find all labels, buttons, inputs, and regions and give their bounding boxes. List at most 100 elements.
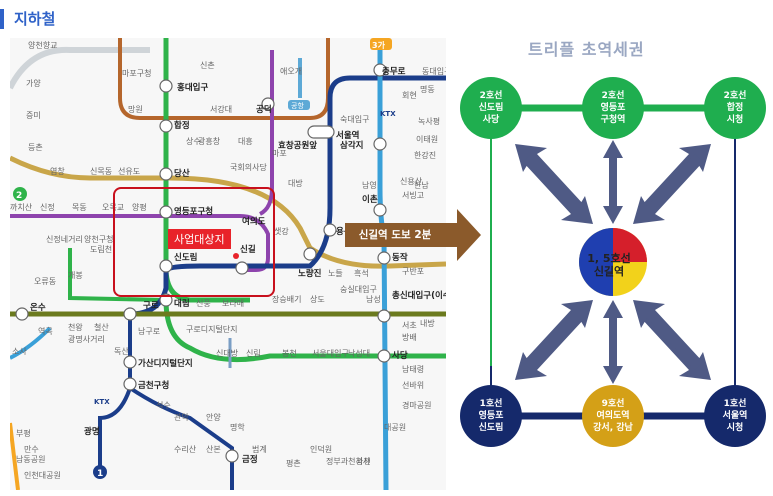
svg-text:방배: 방배 [402,332,417,342]
node-line2-yeongdeungpo-gu: 2호선 영등포 구청역 [582,77,644,139]
station-chungmuro: 충무로 [382,66,406,77]
subway-map: 홍대입구 합정 당산 영등포구청 신도림 구로 대림 가산디지털단지 금천구청 … [10,38,446,490]
svg-text:수리산: 수리산 [174,444,197,454]
svg-text:가양: 가양 [26,79,41,88]
svg-text:소사: 소사 [12,347,27,356]
station-ichon: 이촌 [362,194,378,205]
node-station-label: 강서, 강남 [593,423,633,433]
svg-text:안양: 안양 [206,412,221,422]
svg-text:서초: 서초 [402,321,417,330]
svg-text:대방: 대방 [288,178,303,188]
svg-text:남태령: 남태령 [402,365,424,374]
svg-text:회현: 회현 [402,91,417,100]
svg-text:샛강: 샛강 [274,226,289,236]
node-station-label: 영등포 [478,411,504,421]
center-line-label: 1, 5호선 [587,252,631,265]
walk-label: 신길역 도보 2분 [358,229,432,241]
node-line2-hapjeong-cityhall: 2호선 합정 시청 [704,77,766,139]
svg-text:남영: 남영 [362,180,377,190]
svg-text:경마공원: 경마공원 [402,400,431,410]
svg-text:애오개: 애오개 [280,66,302,76]
node-line-label: 1호선 [723,399,747,409]
svg-text:1: 1 [97,469,103,479]
svg-text:내방: 내방 [420,318,435,328]
station-dangsan: 당산 [174,168,190,179]
svg-text:구로디지털단지: 구로디지털단지 [186,324,238,334]
center-station-label: 1, 5호선 신길역 [574,252,644,278]
svg-text:망원: 망원 [128,104,143,114]
svg-text:개봉: 개봉 [68,270,83,280]
node-station-label: 구청역 [600,115,626,125]
station-hapjeong: 합정 [174,120,190,131]
node-station-label: 신도림 [478,423,504,433]
svg-text:범계: 범계 [252,444,267,454]
site-highlight-box [113,187,275,297]
line-5 [10,214,270,272]
node-station-label: 사당 [482,115,500,125]
svg-text:인덕원: 인덕원 [310,444,332,454]
subway-map-lines: 홍대입구 합정 당산 영등포구청 신도림 구로 대림 가산디지털단지 금천구청 … [10,38,446,490]
station-hongik: 홍대입구 [177,82,208,93]
svg-text:상도: 상도 [310,294,325,304]
station-gasan: 가산디지털단지 [138,358,193,369]
site-marker [233,253,239,259]
svg-text:관악: 관악 [174,412,189,422]
svg-text:대흥: 대흥 [238,136,253,146]
svg-text:명학: 명학 [230,422,245,432]
station-chongsin: 총신대입구(이수) [392,290,446,301]
station-yeongdeungpo-gu: 영등포구청 [174,206,213,217]
svg-text:양천구청: 양천구청 [84,234,113,244]
svg-text:까치산: 까치산 [10,202,33,212]
svg-text:서빙고: 서빙고 [402,191,424,200]
section-title: 지하철 [14,10,56,28]
svg-text:석수: 석수 [156,400,171,410]
svg-text:마포구청: 마포구청 [122,69,151,78]
svg-text:상수: 상수 [186,136,201,146]
svg-text:공항: 공항 [291,101,304,110]
node-line9-yeouido: 9호선 여의도역 강서, 강남 [582,385,644,447]
svg-text:평촌: 평촌 [286,458,301,468]
center-station-emblem [579,228,647,296]
svg-text:장승배기: 장승배기 [272,294,301,304]
svg-text:만수: 만수 [24,445,39,454]
svg-text:천왕: 천왕 [68,322,83,332]
svg-text:대공원: 대공원 [384,423,406,432]
svg-text:서강대: 서강대 [210,104,232,114]
svg-text:인천대공원: 인천대공원 [24,470,61,480]
svg-text:오류동: 오류동 [34,277,56,286]
svg-text:이태원: 이태원 [416,134,438,144]
svg-text:신목동: 신목동 [90,167,112,176]
svg-text:신촌: 신촌 [200,61,215,70]
svg-text:보라매: 보라매 [222,299,244,308]
svg-text:신용산: 신용산 [400,176,423,186]
node-line-label: 2호선 [723,91,747,101]
svg-text:광흥창: 광흥창 [198,136,221,146]
station-seoul: 서울역 [336,130,359,141]
svg-text:신림: 신림 [246,348,261,358]
line-6 [118,38,330,120]
station-dongjak: 동작 [392,252,408,263]
node-line-label: 1호선 [479,399,503,409]
station-onsu: 온수 [30,303,46,313]
station-hyochang: 효창공원앞 [278,140,317,151]
node-line-label: 2호선 [601,91,625,101]
station-yongsan: 용산 [336,226,352,237]
svg-text:정부과천청사: 정부과천청사 [326,456,371,466]
svg-text:과천: 과천 [356,456,371,466]
line-9-upper [10,155,313,250]
svg-text:녹사평: 녹사평 [418,116,440,126]
site-label: 사업대상지 [168,229,231,249]
node-station-label: 여의도역 [596,411,630,421]
station-gwangmyeong: 광명 [84,426,100,437]
svg-text:광명사거리: 광명사거리 [68,334,105,344]
station-gongdeok: 공덕 [256,104,272,115]
station-daerim: 대림 [174,298,190,309]
station-yeouido: 여의도 [242,216,266,227]
svg-text:서울대입구: 서울대입구 [312,349,349,358]
svg-text:봉천: 봉천 [282,348,297,358]
svg-text:신정: 신정 [40,202,55,212]
station-sindorim: 신도림 [174,252,197,263]
svg-text:흑석: 흑석 [354,268,369,278]
walk-arrow [345,209,481,261]
svg-text:염창: 염창 [50,167,65,176]
